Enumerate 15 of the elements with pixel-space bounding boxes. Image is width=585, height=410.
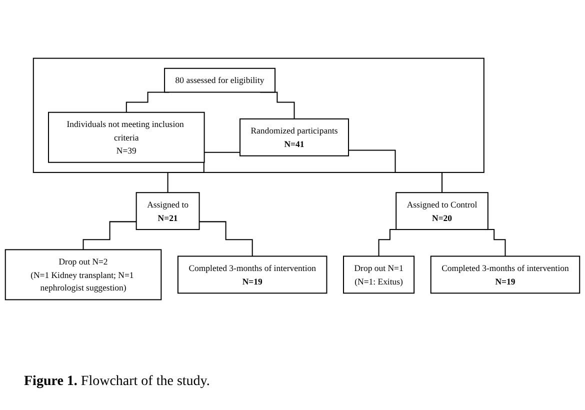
node-box: Individuals not meeting inclusion criteria N=39	[48, 112, 205, 163]
node-box: Completed 3-months of intervention N=19	[177, 256, 328, 294]
node-box: Assigned to N=21	[136, 192, 200, 230]
cluster	[32, 58, 484, 173]
connector	[82, 221, 136, 250]
node-box: Randomized participants N=41	[239, 118, 350, 156]
figure-caption: Figure 1. Flowchart of the study.	[23, 373, 211, 391]
node-box: Completed 3-months of intervention N=19	[430, 256, 580, 294]
connector	[167, 152, 240, 194]
connector	[199, 221, 253, 257]
node-box: Assigned to Control N=20	[396, 192, 488, 230]
node-box: Drop out N=2 (N=1 Kidney transplant; N=1 nephrologist suggestion)	[4, 249, 162, 300]
connector	[348, 150, 443, 194]
node-box: Drop out N=1 (N=1: Exitus)	[343, 256, 415, 294]
node-box: 80 assessed for eligibility	[164, 68, 276, 93]
